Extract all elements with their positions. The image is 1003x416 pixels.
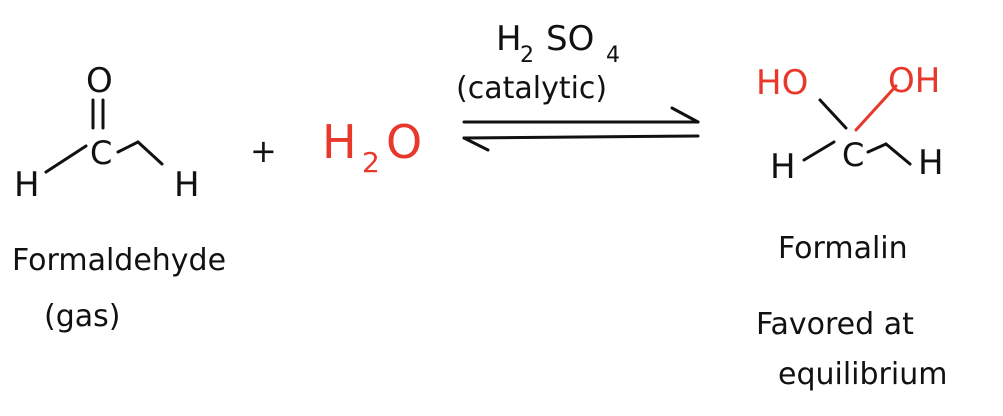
plus-sign: + [250,132,277,170]
water-o: O [386,115,422,169]
formalin-ho: HO [756,63,808,103]
water-h: H [322,115,357,169]
formalin-oh: OH [888,61,940,101]
formalin-right-ch-bond-a [866,142,888,154]
right-ch-bond-b [136,140,164,166]
formaldehyde-structure: O C H H [14,61,200,205]
reaction-conditions: H 2 SO 4 (catalytic) [456,19,620,106]
ho-c-bond [818,98,848,130]
formalin-h-left: H [770,147,796,187]
formalin-label: Formalin [778,231,908,266]
formalin-h-right: H [918,143,944,183]
formaldehyde-oxygen: O [86,61,113,101]
formalin-left-ch-bond [802,140,836,162]
water-subscript: 2 [362,146,380,179]
formalin-structure: HO OH C H H [756,61,944,187]
formaldehyde-h-left: H [14,165,40,205]
catalyst-subscript-2: 2 [520,43,534,68]
formaldehyde-carbon: C [90,134,112,172]
water-molecule: H 2 O [322,115,422,179]
forward-arrow-head [670,106,700,124]
formaldehyde-h-right: H [174,165,200,205]
right-ch-bond-a [116,140,140,154]
favored-note-line-1: Favored at [756,307,914,342]
formaldehyde-label: Formaldehyde [12,243,226,278]
formalin-carbon: C [842,136,864,174]
formalin-right-ch-bond-b [884,142,912,166]
formaldehyde-state: (gas) [44,299,120,334]
catalyst-h: H [496,19,522,59]
reverse-arrow-head [462,136,490,152]
equilibrium-arrows [462,106,700,152]
favored-note-line-2: equilibrium [778,357,947,392]
catalyst-subscript-4: 4 [606,43,620,68]
catalytic-note: (catalytic) [456,71,607,106]
oh-c-bond [854,84,898,132]
catalyst-so: SO [546,19,594,59]
left-ch-bond [44,144,88,174]
reverse-arrow-line [462,134,700,140]
